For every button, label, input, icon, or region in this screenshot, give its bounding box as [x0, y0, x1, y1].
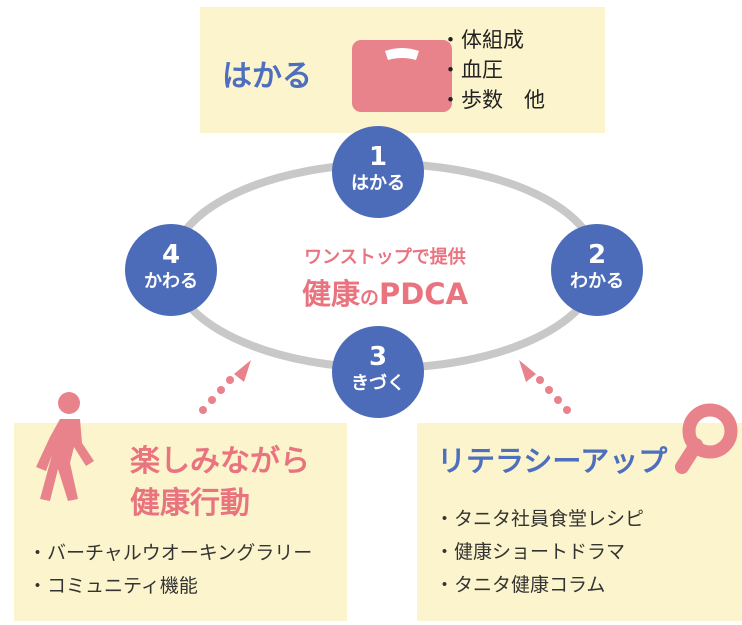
action-title-line2: 健康行動	[130, 486, 250, 521]
cycle-center-title: 健康のPDCA	[255, 276, 515, 316]
action-item: ・バーチャルウオーキングラリー	[28, 542, 313, 564]
walking-person-icon	[36, 392, 94, 501]
left-connector	[199, 360, 251, 414]
measure-item: ・体組成	[440, 28, 524, 52]
center-title-particle: の	[359, 287, 379, 309]
measure-title: はかる	[222, 59, 312, 94]
literacy-item: ・タニタ社員食堂レシピ	[435, 508, 645, 530]
cycle-node-3: 3 きづく	[332, 326, 424, 418]
measure-list: ・体組成 ・血圧 ・歩数 他	[440, 25, 545, 115]
node-label: わかる	[570, 271, 624, 292]
literacy-title: リテラシーアップ	[437, 444, 668, 478]
measure-box: はかる ・体組成 ・血圧 ・歩数 他	[200, 7, 605, 133]
measure-item: ・歩数 他	[440, 88, 545, 112]
node-label: きづく	[351, 373, 405, 394]
node-label: はかる	[351, 173, 405, 194]
cycle-center-subtitle: ワンストップで提供	[304, 247, 466, 268]
literacy-item: ・タニタ健康コラム	[435, 574, 606, 596]
literacy-box: リテラシーアップ ・タニタ社員食堂レシピ ・健康ショートドラマ ・タニタ健康コラ…	[417, 403, 742, 621]
node-number: 4	[161, 240, 181, 270]
scale-icon	[352, 40, 452, 112]
action-box: 楽しみながら 健康行動 ・バーチャルウオーキングラリー ・コミュニティ機能	[14, 392, 347, 621]
action-item: ・コミュニティ機能	[28, 575, 198, 597]
measure-item: ・血圧	[440, 58, 503, 82]
node-label: かわる	[144, 271, 198, 292]
cycle-node-4: 4 かわる	[125, 224, 217, 316]
center-title-health: 健康	[301, 277, 360, 311]
node-number: 3	[368, 342, 388, 372]
right-connector	[519, 360, 571, 414]
literacy-item: ・健康ショートドラマ	[435, 541, 626, 563]
cycle-node-1: 1 はかる	[332, 126, 424, 218]
center-title-pdca: PDCA	[378, 277, 469, 311]
cycle-node-2: 2 わかる	[551, 224, 643, 316]
node-number: 1	[368, 142, 388, 172]
node-number: 2	[587, 240, 607, 270]
literacy-list: ・タニタ社員食堂レシピ ・健康ショートドラマ ・タニタ健康コラム	[435, 503, 644, 602]
action-title-line1: 楽しみながら	[130, 444, 310, 479]
action-list: ・バーチャルウオーキングラリー ・コミュニティ機能	[28, 537, 312, 603]
magnifier-icon	[675, 403, 738, 474]
